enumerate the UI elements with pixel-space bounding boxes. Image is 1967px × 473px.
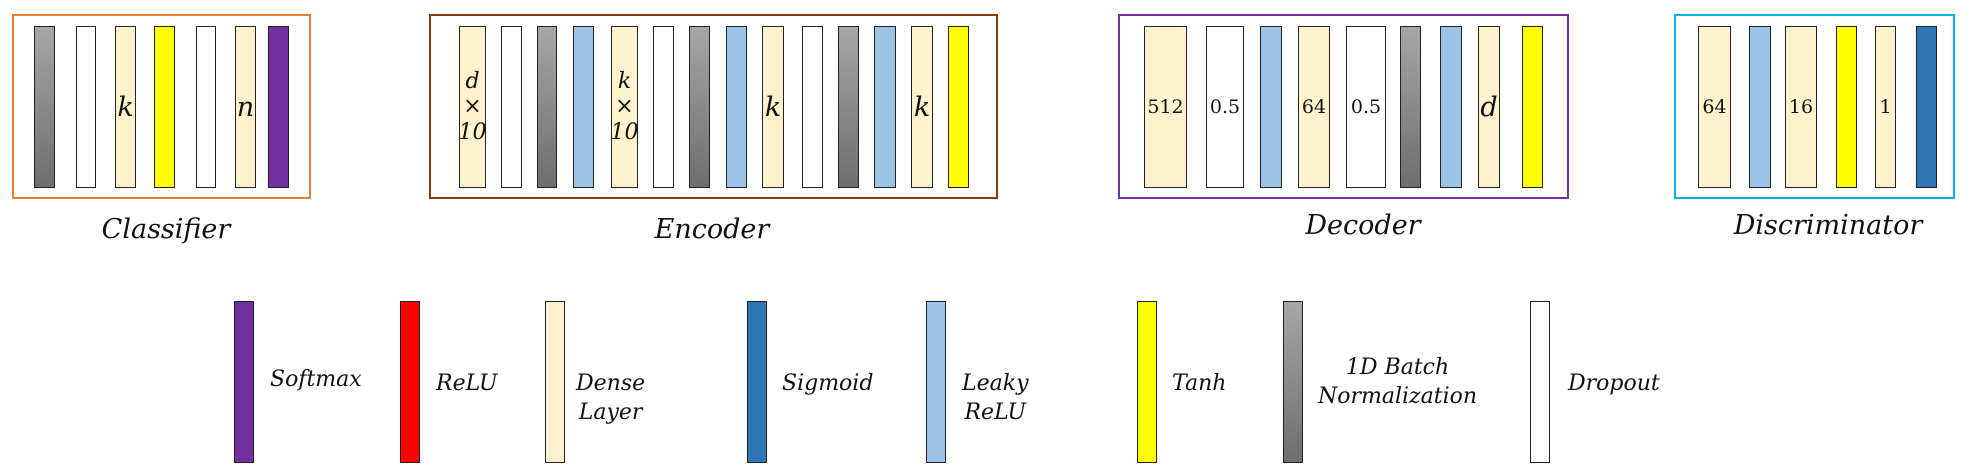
decoder-caption: Decoder (1305, 210, 1421, 241)
encoder-layer-tanh (948, 26, 969, 188)
layer-size-label: k × 10 (610, 69, 639, 145)
discriminator-caption: Discriminator (1733, 210, 1923, 241)
classifier-layer-dropout (196, 26, 216, 188)
decoder-layer-dropout: 0.5 (1206, 26, 1244, 188)
classifier-caption: Classifier (101, 214, 231, 245)
encoder-layer-batchnorm (689, 26, 710, 188)
legend-swatch-tanh (1137, 301, 1157, 463)
layer-size-label: k (117, 91, 134, 123)
classifier-layer-dropout (76, 26, 96, 188)
legend-swatch-relu (400, 301, 420, 463)
legend-swatch-softmax (234, 301, 254, 463)
legend-swatch-sigmoid (747, 301, 767, 463)
encoder-caption: Encoder (654, 214, 770, 245)
encoder-layer-dropout (501, 26, 522, 188)
decoder-layer-dense: d (1478, 26, 1500, 188)
decoder-layer-leaky-relu (1440, 26, 1462, 188)
layer-size-label: k (764, 91, 782, 123)
legend-label: ReLU (436, 371, 498, 396)
legend-label: Leaky ReLU (962, 371, 1029, 425)
classifier-layer-dense: n (235, 26, 256, 188)
encoder-layer-leaky-relu (874, 26, 896, 188)
layer-size-label: n (236, 91, 255, 123)
encoder-block (429, 14, 998, 199)
encoder-layer-dropout (802, 26, 823, 188)
discriminator-layer-sigmoid (1916, 26, 1937, 188)
layer-size-label: 512 (1147, 96, 1184, 118)
encoder-layer-leaky-relu (726, 26, 747, 188)
layer-size-label: k (913, 91, 931, 123)
layer-size-label: d × 10 (458, 69, 487, 145)
legend-swatch-batchnorm (1283, 301, 1303, 463)
encoder-layer-batchnorm (838, 26, 859, 188)
decoder-block (1118, 14, 1569, 199)
layer-size-label: 0.5 (1209, 96, 1241, 118)
encoder-layer-dense: k (762, 26, 784, 188)
decoder-layer-dense: 64 (1298, 26, 1330, 188)
encoder-layer-dense: k × 10 (610, 26, 639, 188)
layer-size-label: 64 (1702, 96, 1727, 118)
decoder-layer-leaky-relu (1260, 26, 1282, 188)
encoder-layer-leaky-relu (573, 26, 594, 188)
layer-size-label: 64 (1301, 96, 1327, 118)
classifier-layer-softmax (268, 26, 289, 188)
decoder-layer-dense: 512 (1144, 26, 1187, 188)
classifier-block (12, 14, 311, 199)
discriminator-layer-dense: 64 (1698, 26, 1731, 188)
discriminator-layer-dense: 16 (1785, 26, 1817, 188)
decoder-layer-dropout: 0.5 (1346, 26, 1386, 188)
legend-swatch-dropout (1530, 301, 1550, 463)
discriminator-layer-dense: 1 (1875, 26, 1896, 188)
decoder-layer-tanh (1522, 26, 1543, 188)
discriminator-layer-tanh (1836, 26, 1857, 188)
classifier-layer-dense: k (115, 26, 136, 188)
layer-size-label: 1 (1879, 96, 1892, 118)
legend-label: Dropout (1568, 371, 1660, 396)
encoder-layer-batchnorm (537, 26, 557, 188)
classifier-layer-tanh (154, 26, 175, 188)
legend-label: Dense Layer (576, 371, 646, 425)
layer-size-label: d (1480, 91, 1498, 123)
legend-label: Sigmoid (782, 371, 874, 396)
legend-swatch-dense (545, 301, 565, 463)
classifier-layer-batchnorm (34, 26, 55, 188)
encoder-layer-dense: k (911, 26, 933, 188)
legend-label: Softmax (270, 367, 362, 392)
layer-size-label: 16 (1788, 96, 1814, 118)
discriminator-layer-leaky-relu (1749, 26, 1771, 188)
decoder-layer-batchnorm (1400, 26, 1421, 188)
layer-size-label: 0.5 (1350, 96, 1382, 118)
encoder-layer-dense: d × 10 (458, 26, 487, 188)
encoder-layer-dropout (653, 26, 674, 188)
legend-label: 1D Batch Normalization (1318, 355, 1478, 409)
legend-swatch-leaky-relu (926, 301, 946, 463)
legend-label: Tanh (1172, 371, 1227, 396)
discriminator-block (1674, 14, 1955, 199)
